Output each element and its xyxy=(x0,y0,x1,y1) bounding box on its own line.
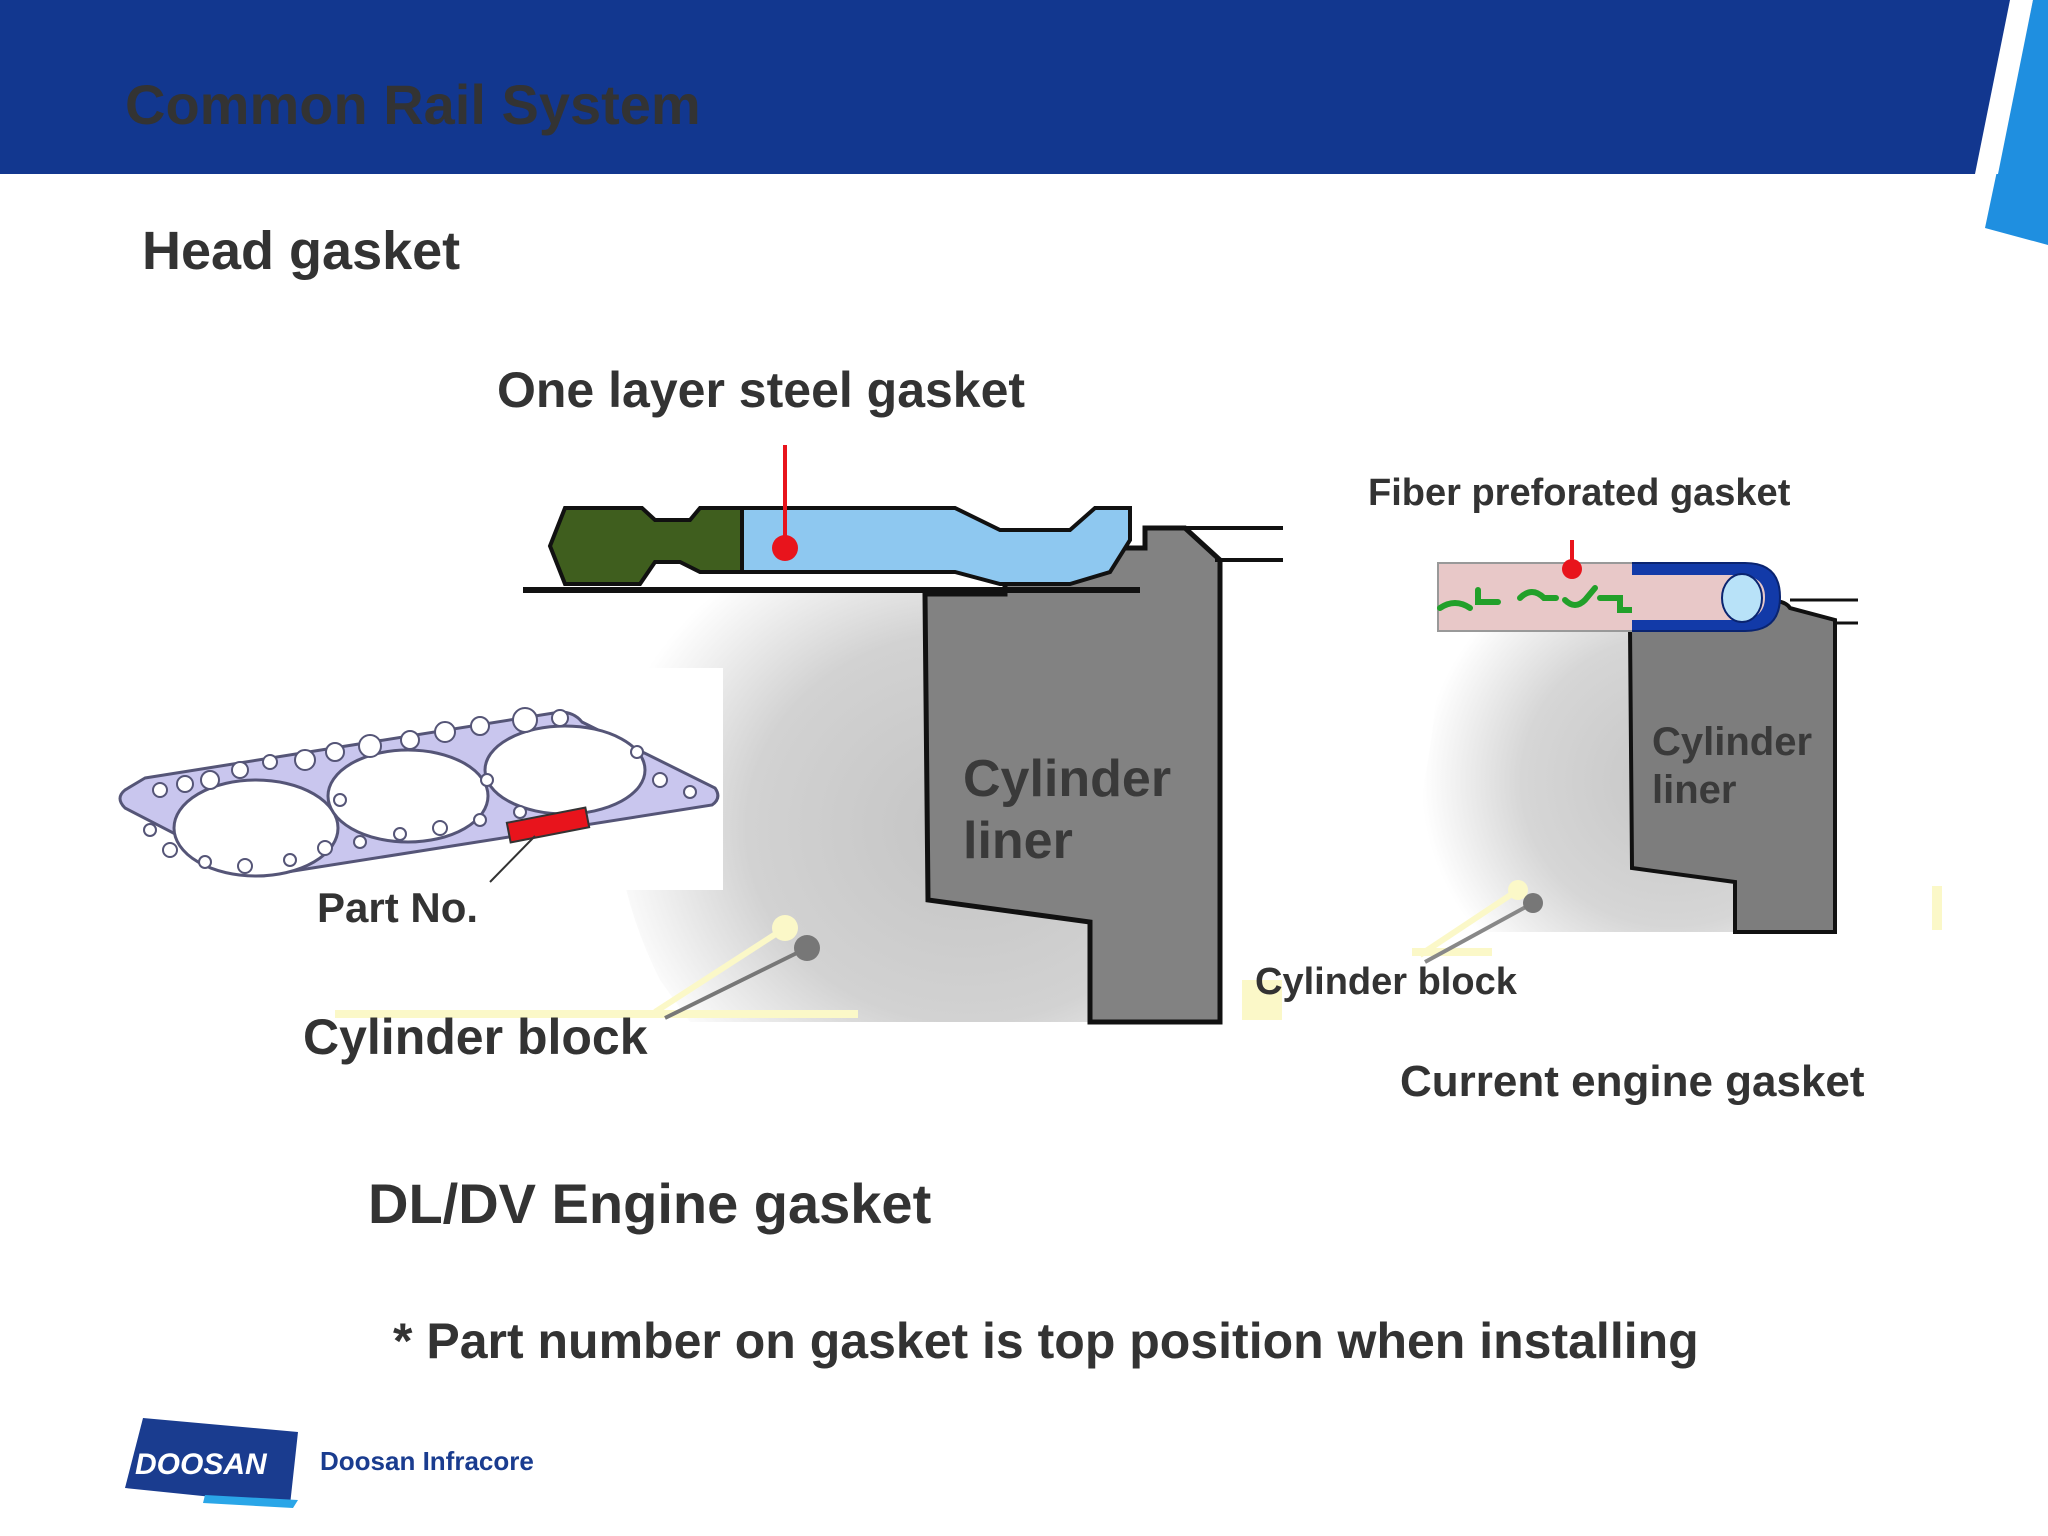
cylinder-liner-right-label: Cylinder liner xyxy=(1652,720,1813,812)
cylinder-block-left-label: Cylinder block xyxy=(303,1009,648,1065)
cylinder-block-right-pointer xyxy=(1412,880,1543,964)
head-gasket-illustration xyxy=(105,668,723,890)
current-engine-caption: Current engine gasket xyxy=(1400,1057,1865,1106)
dldv-engine-caption: DL/DV Engine gasket xyxy=(368,1172,932,1235)
right-gasket-diagram xyxy=(1242,540,1942,1020)
section-title: Head gasket xyxy=(142,221,461,281)
part-number-label: Part No. xyxy=(317,884,479,931)
bore-3 xyxy=(483,724,647,816)
fiber-gasket-marker-dot xyxy=(1562,559,1582,579)
steel-gasket-label: One layer steel gasket xyxy=(497,362,1026,418)
cylinder-block-right xyxy=(1421,630,1735,932)
doosan-logo: DOOSAN xyxy=(125,1418,298,1508)
bore-2 xyxy=(326,748,490,844)
fiber-gasket-wave xyxy=(1437,585,1638,613)
steel-gasket-body xyxy=(740,506,1132,586)
doosan-logo-text: DOOSAN xyxy=(135,1448,268,1481)
header-accent-stripe xyxy=(1985,0,2048,245)
installation-note: * Part number on gasket is top position … xyxy=(393,1313,1699,1369)
company-name: Doosan Infracore xyxy=(320,1446,534,1476)
header-accent-edge xyxy=(1975,0,2033,174)
fire-ring-wire xyxy=(1721,573,1763,623)
fiber-gasket-label: Fiber preforated gasket xyxy=(1368,472,1791,514)
steel-gasket-marker-dot xyxy=(772,535,798,561)
cylinder-liner-left-label: Cylinder liner xyxy=(963,750,1172,870)
part-number-leader xyxy=(489,835,536,883)
header-bar xyxy=(0,0,2048,174)
cylinder-block-left-pointer xyxy=(335,915,858,1020)
gasket-green-edge xyxy=(547,506,744,586)
bore-1 xyxy=(172,778,340,878)
part-number-marker xyxy=(505,806,591,844)
cylinder-block-right-label: Cylinder block xyxy=(1255,961,1517,1003)
page-title: Common Rail System xyxy=(125,73,701,136)
